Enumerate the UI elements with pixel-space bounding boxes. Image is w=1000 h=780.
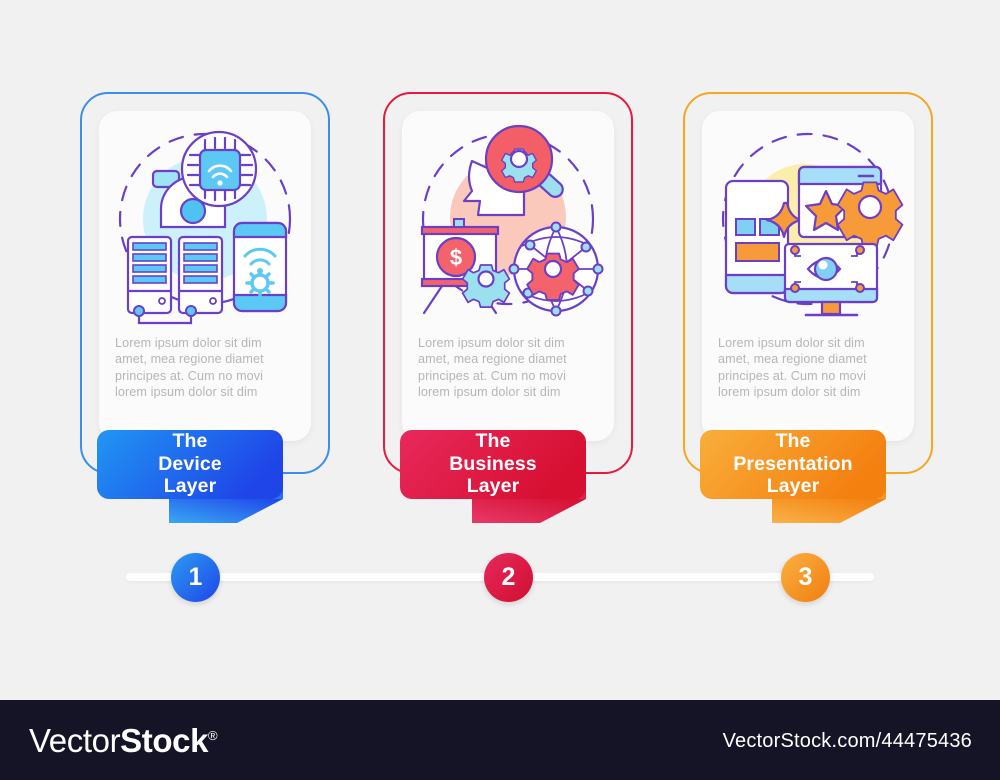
card-device-layer[interactable]: Lorem ipsum dolor sit dim amet, mea regi…: [80, 92, 330, 523]
step-number: 3: [798, 563, 813, 591]
presentation-layer-illustration: [702, 119, 914, 329]
infographic-canvas: Lorem ipsum dolor sit dim amet, mea regi…: [80, 92, 933, 602]
vectorstock-logo: VectorStock®: [29, 722, 218, 760]
card-inner-panel: $: [402, 111, 614, 441]
svg-text:$: $: [450, 245, 462, 270]
step-marker-1[interactable]: 1: [171, 553, 220, 602]
card-body-text: Lorem ipsum dolor sit dim amet, mea regi…: [115, 336, 264, 400]
watermark-url: VectorStock.com/44475436: [722, 730, 972, 752]
step-marker-2[interactable]: 2: [484, 553, 533, 602]
step-number: 1: [188, 563, 203, 591]
card-inner-panel: Lorem ipsum dolor sit dim amet, mea regi…: [702, 111, 914, 441]
watermark-footer: VectorStock® VectorStock.com/44475436: [0, 700, 1000, 780]
step-marker-3[interactable]: 3: [781, 553, 830, 602]
logo-text-thin: Vector: [29, 722, 121, 759]
step-number: 2: [501, 563, 516, 591]
ribbon-banner-business-layer[interactable]: The Business Layer: [400, 425, 586, 525]
ribbon-banner-device-layer[interactable]: The Device Layer: [97, 425, 283, 525]
card-inner-panel: Lorem ipsum dolor sit dim amet, mea regi…: [99, 111, 311, 441]
card-business-layer[interactable]: $: [383, 92, 633, 523]
card-body-text: Lorem ipsum dolor sit dim amet, mea regi…: [418, 336, 567, 400]
ribbon-banner-presentation-layer[interactable]: The Presentation Layer: [700, 425, 886, 525]
business-layer-illustration: $: [402, 119, 614, 329]
card-presentation-layer[interactable]: Lorem ipsum dolor sit dim amet, mea regi…: [683, 92, 933, 523]
logo-text-bold: Stock: [120, 722, 209, 759]
device-layer-illustration: [99, 119, 311, 329]
card-body-text: Lorem ipsum dolor sit dim amet, mea regi…: [718, 336, 867, 400]
registered-mark-icon: ®: [208, 728, 218, 743]
